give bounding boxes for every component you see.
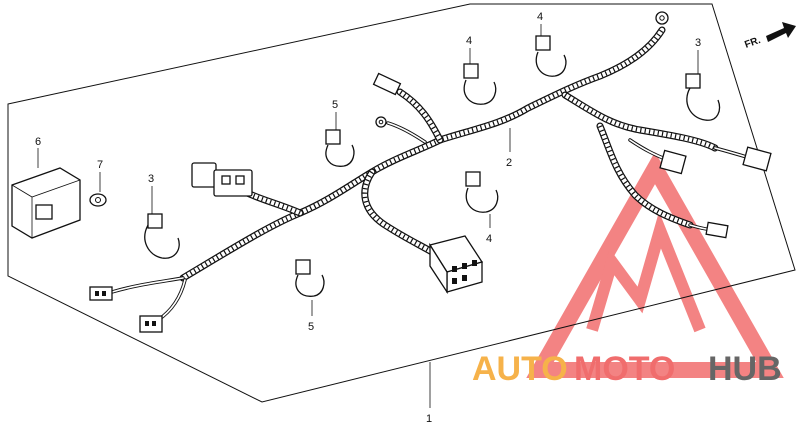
top-connector [372, 72, 402, 96]
callout-control-unit: 6 [35, 136, 41, 148]
right-connector-c [705, 221, 729, 239]
clip-mid [465, 171, 499, 213]
watermark-part3: HUB [708, 350, 782, 388]
ring-terminal-mid [375, 116, 387, 128]
watermark-text: AUTO MOTO HUB [472, 350, 782, 388]
callout-clip-top-b: 4 [537, 11, 543, 23]
callout-clip-left: 3 [148, 173, 154, 185]
clip-top-b [535, 35, 567, 77]
callout-clip-top-a: 4 [466, 35, 472, 47]
watermark-logo [526, 151, 784, 378]
watermark-part1: AUTO [472, 350, 568, 388]
callout-nut: 7 [97, 159, 103, 171]
assembly-boundary [7, 3, 796, 403]
front-direction-arrow-icon [766, 22, 796, 42]
clip-a [325, 129, 355, 167]
watermark-part2: MOTO [574, 350, 675, 388]
callout-clip-right: 3 [695, 37, 701, 49]
callout-clip-b: 5 [308, 321, 314, 333]
clip-left [144, 213, 180, 259]
block-connector [428, 235, 484, 295]
callout-clip-a: 5 [332, 99, 338, 111]
small-connector-left-a [89, 286, 113, 301]
callout-sub-harness: 2 [506, 157, 512, 169]
clip-top-a [463, 63, 497, 105]
flange-nut [89, 193, 107, 207]
leader-lines [37, 24, 699, 316]
clip-b [295, 259, 325, 297]
small-connector-left-b [139, 315, 163, 333]
left-harness-connector [191, 162, 253, 197]
main-harness [179, 26, 719, 282]
ring-terminal-top [655, 11, 669, 25]
right-connector-b [742, 146, 772, 172]
callout-harness: 1 [426, 413, 432, 425]
control-unit [11, 167, 81, 239]
direction-label: FR. [743, 35, 762, 51]
callout-clip-mid: 4 [486, 233, 492, 245]
right-connector-a [659, 149, 687, 175]
thin-wires [110, 121, 752, 322]
clip-right [685, 73, 721, 121]
